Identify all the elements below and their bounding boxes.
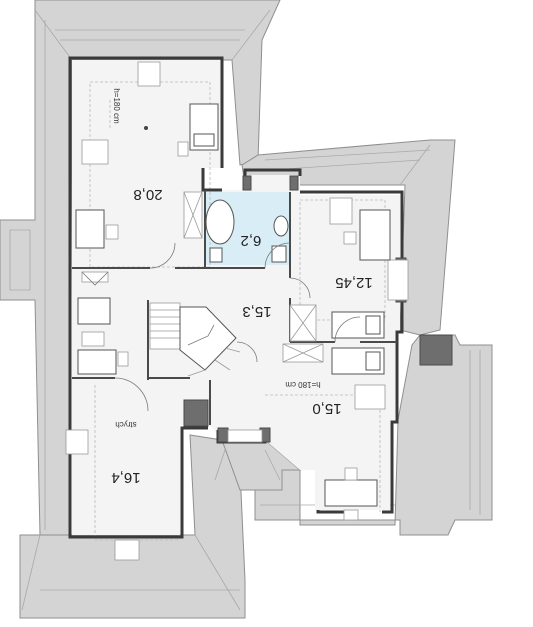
chimney: [419, 334, 453, 366]
interior-walls: [72, 190, 397, 425]
area-label-bathroom: 6,2: [241, 232, 262, 249]
attic-note: strych: [115, 420, 136, 429]
area-label-attic-sw: 16,4: [111, 469, 140, 486]
area-label-bedroom-nw: 20,8: [133, 186, 162, 203]
door-swings: [114, 242, 361, 412]
room-labels: 20,8 6,2 12,45 15,3 15,0 16,4: [111, 186, 372, 486]
height-note-nw: h=180 cm: [112, 88, 121, 124]
height-note-se: h=180 cm: [285, 380, 321, 389]
furniture: [75, 103, 391, 521]
area-label-bedroom-se: 15,0: [312, 400, 341, 417]
bathtub: [205, 199, 235, 245]
staircase: [149, 302, 241, 377]
notes: h=180 cm h=180 cm strych: [112, 88, 321, 429]
area-label-bedroom-e: 12,45: [335, 274, 373, 291]
area-label-hall: 15,3: [242, 303, 271, 320]
windows: [65, 61, 409, 561]
